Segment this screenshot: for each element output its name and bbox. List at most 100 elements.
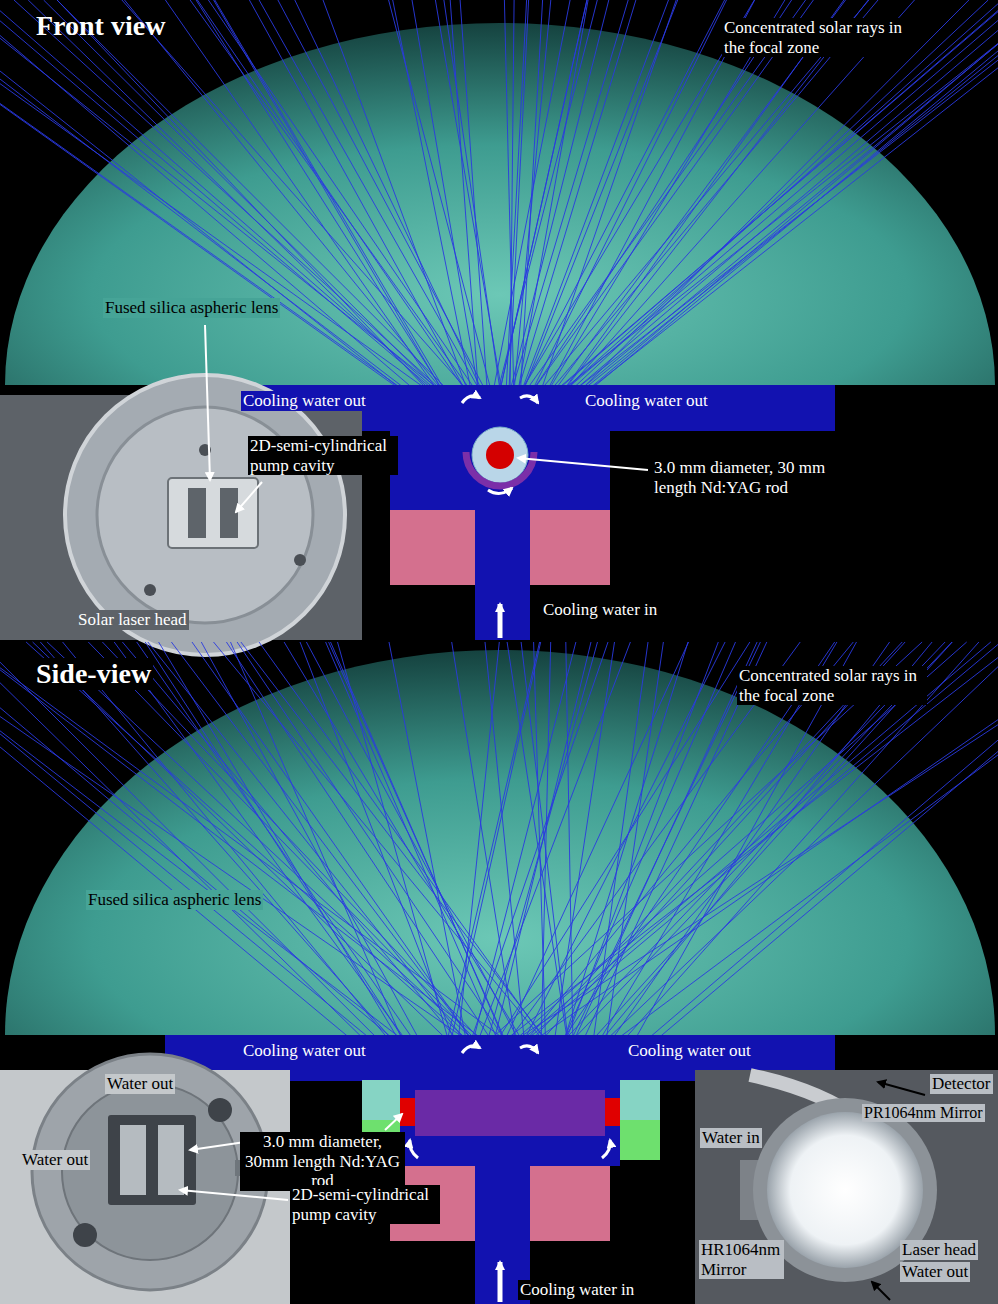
solar-ray (0, 642, 467, 1101)
flow-arrow (410, 1140, 418, 1158)
solar-ray (493, 0, 869, 447)
photo-label: Water out (20, 1150, 90, 1170)
photo-label: Laser head (900, 1240, 978, 1260)
part-label: Fused silica aspheric lens (86, 890, 263, 910)
leader-line (190, 1142, 245, 1150)
flow-label: Cooling water out (583, 391, 710, 411)
leader-line (385, 1114, 402, 1130)
part-label: 2D-semi-cylindrical pump cavity (290, 1185, 440, 1224)
photo-screw (144, 584, 156, 596)
solar-ray (295, 0, 509, 447)
solar-ray (237, 642, 546, 1102)
part-label: Fused silica aspheric lens (103, 298, 280, 318)
photo-laser-head (695, 1070, 998, 1304)
solar-ray (438, 642, 541, 1098)
photo-caption: Solar laser head (76, 610, 189, 630)
photo-port (73, 1223, 97, 1247)
laser-rod (400, 1098, 415, 1126)
holder-block (390, 510, 475, 585)
solar-ray (338, 642, 466, 1100)
solar-ray (500, 0, 636, 450)
solar-ray (57, 0, 483, 448)
solar-ray (137, 642, 456, 1100)
solar-ray (122, 642, 511, 1104)
solar-ray (0, 642, 555, 1101)
seal-block (362, 1080, 400, 1120)
solar-ray (145, 642, 443, 1100)
solar-ray (486, 0, 998, 451)
solar-ray (546, 642, 615, 1100)
solar-ray (226, 642, 533, 1104)
holder-block (530, 510, 610, 585)
flow-arrow (498, 1262, 503, 1302)
solar-ray (600, 642, 857, 1103)
pump-cavity (415, 1090, 605, 1136)
photo-label: Water out (900, 1262, 970, 1282)
solar-ray (443, 642, 967, 1104)
solar-ray (389, 0, 506, 447)
solar-ray (259, 0, 510, 444)
solar-rays (0, 642, 998, 1113)
solar-ray (447, 642, 990, 1103)
water-channel (400, 1080, 620, 1166)
aspheric-lens (5, 23, 995, 385)
solar-ray (532, 642, 998, 1102)
solar-ray (585, 642, 998, 1100)
leader-line (236, 482, 262, 512)
photo-cavity-part (32, 1054, 268, 1290)
solar-ray (88, 642, 537, 1103)
solar-ray (505, 0, 998, 452)
seal-block (620, 1080, 660, 1120)
part-label: 2D-semi-cylindrical pump cavity (248, 436, 398, 475)
solar-ray (486, 0, 998, 452)
solar-ray (517, 0, 755, 447)
solar-ray (40, 642, 444, 1098)
photo-label: Water in (700, 1128, 762, 1148)
solar-ray (521, 642, 575, 1098)
flow-label: Cooling water in (518, 1280, 636, 1300)
flow-arrow (498, 604, 503, 638)
photo-label: Detector (930, 1074, 993, 1094)
solar-ray (521, 0, 844, 449)
water-inlet (475, 510, 530, 640)
flow-label: Cooling water out (241, 1041, 368, 1061)
solar-ray (504, 0, 515, 449)
leader-line (180, 1190, 288, 1200)
solar-ray (540, 642, 952, 1098)
photo-cavity (188, 488, 206, 538)
seal-block (620, 1120, 660, 1160)
solar-ray (231, 642, 429, 1101)
leader-line (518, 458, 648, 470)
solar-ray (452, 642, 525, 1097)
solar-ray (306, 642, 551, 1102)
leader-line (878, 1082, 925, 1095)
callout-text: Concentrated solar rays in the focal zon… (722, 18, 912, 57)
part-label: 3.0 mm diameter, 30 mm length Nd:YAG rod (652, 458, 867, 497)
leader-line (872, 1282, 890, 1300)
solar-ray (518, 642, 952, 1097)
solar-ray (422, 642, 998, 1101)
solar-ray (505, 0, 998, 453)
photo-cavity (168, 478, 258, 548)
photo-screw (294, 554, 306, 566)
solar-ray (57, 0, 510, 452)
photo-laser-head (65, 375, 345, 655)
part-label: 3.0 mm diameter, 30mm length Nd:YAG rod (240, 1132, 405, 1191)
solar-ray (557, 642, 767, 1097)
solar-ray (192, 642, 516, 1103)
leader-line (205, 325, 210, 480)
flow-label: Cooling water in (541, 600, 659, 620)
solar-ray (492, 0, 814, 448)
flow-arrow (520, 396, 538, 403)
photo-cavity-slot (108, 1115, 196, 1205)
view-title: Side-view (34, 658, 153, 690)
solar-ray (278, 0, 517, 450)
solar-ray (459, 642, 750, 1100)
laser-rod (605, 1098, 620, 1126)
photo-cavity (220, 488, 238, 538)
solar-ray (514, 0, 785, 447)
flow-arrow (462, 396, 480, 403)
